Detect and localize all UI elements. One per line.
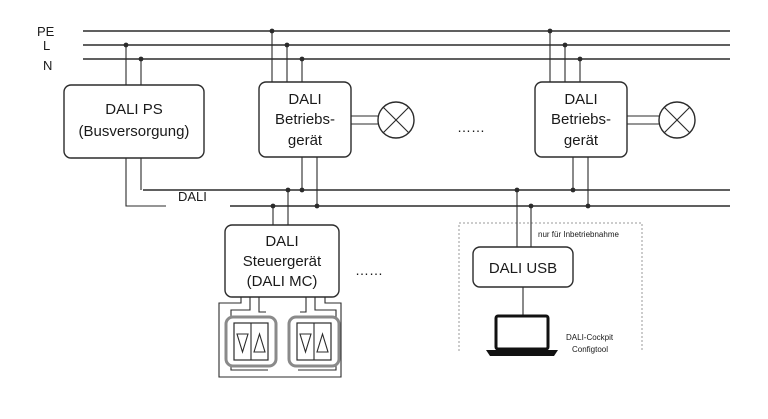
junction-dot [570, 187, 576, 193]
junction-dot [528, 203, 534, 209]
ballast-2-line1: DALI [564, 91, 597, 108]
ballast-2-line3: gerät [564, 132, 599, 149]
junction-dot [269, 28, 275, 34]
software-name: DALI-Cockpit [566, 333, 614, 342]
ballast-1-line1: DALI [288, 91, 321, 108]
dali-controller-box [224, 224, 340, 298]
dali-ps-box [63, 84, 205, 159]
commissioning-note: nur für Inbetriebnahme [538, 230, 619, 239]
software-subtitle: Configtool [572, 345, 608, 354]
junction-dot [123, 42, 129, 48]
dali-ps-title: DALI PS [105, 101, 163, 118]
lamp-cross-icon [658, 101, 696, 139]
dali-ballast-box-1 [258, 81, 352, 158]
controller-line2: Steuergerät [243, 253, 322, 270]
ballast-1-line3: gerät [288, 132, 323, 149]
junction-dot [285, 187, 291, 193]
dali-ps-subtitle: (Busversorgung) [79, 123, 190, 140]
junction-dot [577, 56, 583, 62]
junction-dot [138, 56, 144, 62]
laptop-icon [486, 314, 558, 356]
junction-dot [547, 28, 553, 34]
commissioning-area [458, 222, 643, 351]
junction-dot [284, 42, 290, 48]
junction-dot [314, 203, 320, 209]
ballast-2-line2: Betriebs- [551, 111, 611, 128]
pe-label: PE [37, 24, 55, 39]
junction-dot [299, 187, 305, 193]
dali-ballast-box-2 [534, 81, 628, 158]
lamp-cross-icon [377, 101, 415, 139]
dali-label: DALI [178, 189, 207, 204]
controller-line1: DALI [265, 233, 298, 250]
push-button-icon [224, 315, 278, 368]
push-button-icon [287, 315, 341, 368]
ellipsis-top: …… [457, 119, 485, 135]
controller-line3: (DALI MC) [247, 273, 318, 290]
dali-usb-label: DALI USB [489, 260, 557, 277]
junction-dot [562, 42, 568, 48]
junction-dot [299, 56, 305, 62]
junction-dot [585, 203, 591, 209]
ballast-1-line2: Betriebs- [275, 111, 335, 128]
ellipsis-bottom: …… [355, 262, 383, 278]
junction-dot [514, 187, 520, 193]
l-label: L [43, 38, 50, 53]
junction-dot [270, 203, 276, 209]
n-label: N [43, 58, 52, 73]
